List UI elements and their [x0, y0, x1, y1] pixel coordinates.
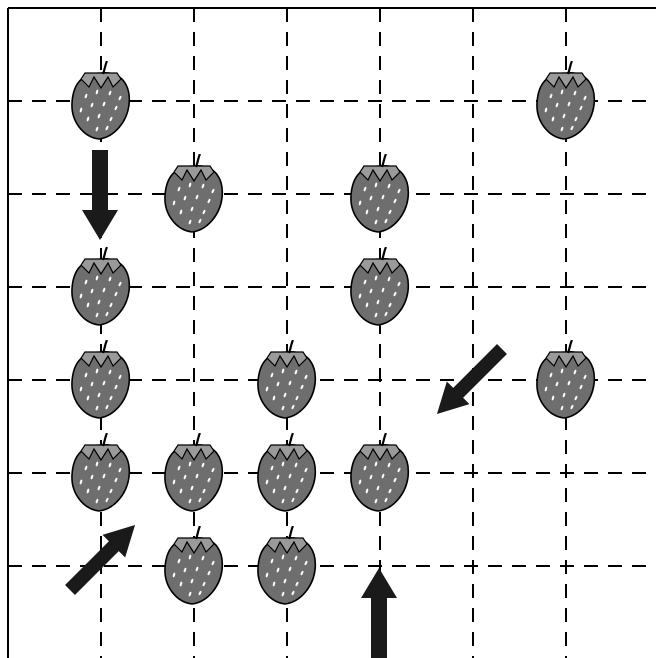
strawberry-icon[interactable]: [257, 433, 317, 513]
strawberry-icon[interactable]: [71, 247, 131, 327]
strawberry-icon[interactable]: [350, 154, 410, 234]
strawberry-icon[interactable]: [164, 526, 224, 606]
strawberry-icon[interactable]: [257, 526, 317, 606]
arrow-down-left-icon: [436, 344, 507, 415]
arrow-layer: [65, 150, 507, 658]
strawberry-icon[interactable]: [71, 61, 131, 141]
strawberry-icon[interactable]: [164, 154, 224, 234]
strawberry-icon[interactable]: [536, 340, 596, 420]
strawberry-icon[interactable]: [350, 433, 410, 513]
arrow-up-right-icon: [65, 524, 136, 595]
strawberry-icon[interactable]: [71, 340, 131, 420]
strawberry-icon[interactable]: [350, 247, 410, 327]
strawberry-icon[interactable]: [164, 433, 224, 513]
strawberry-icon[interactable]: [257, 340, 317, 420]
arrow-up-icon: [361, 568, 397, 658]
strawberry-icon[interactable]: [71, 433, 131, 513]
arrow-down-icon: [82, 150, 118, 240]
strawberry-layer: [71, 61, 596, 606]
strawberry-icon[interactable]: [536, 61, 596, 141]
